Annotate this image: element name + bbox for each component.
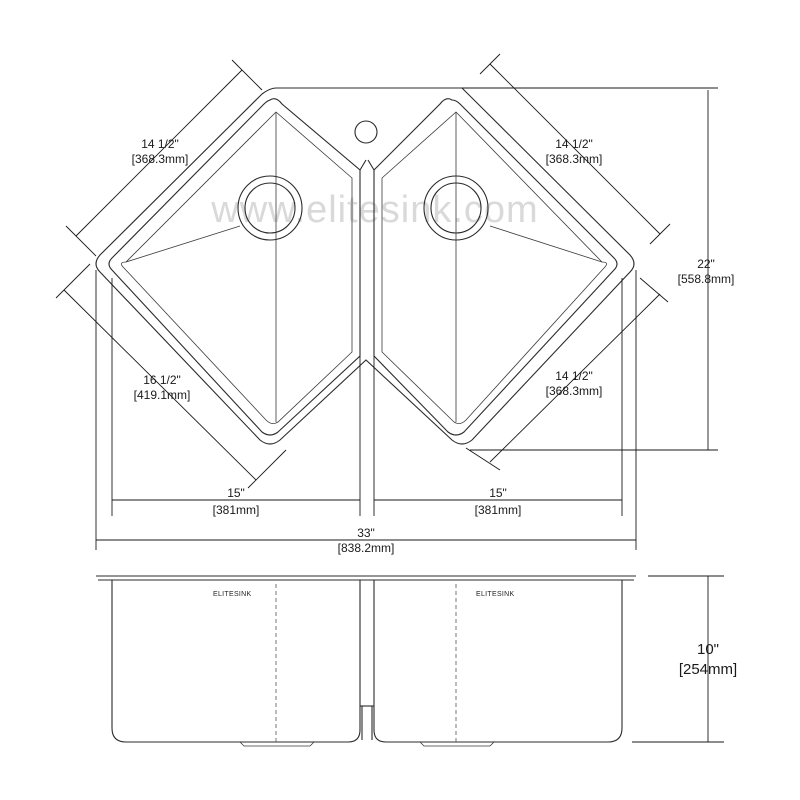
right-bowl-crease-d [489,225,603,263]
sink-outer-outline [95,87,635,445]
dim-lower-right-mm: [368.3mm] [546,384,603,398]
dim-overall-in: 33" [357,526,375,540]
front-left-drain [239,741,315,747]
front-view: ELITESINK ELITESINK 10" [254mm] [96,575,737,747]
dim-right-bowl-in: 15" [489,486,507,500]
dim-ext-top-left-a [65,225,97,257]
left-bowl-floor [121,111,353,424]
dim-ext-lower-left-b [247,449,287,489]
dim-depth-in: 22" [697,257,715,271]
dim-ext-lower-right-a [465,447,501,471]
dim-bowl-depth-in: 10" [697,641,719,658]
plan-dimensions: 14 1/2" [368.3mm] 14 1/2" [368.3mm] 16 1… [55,53,735,555]
dim-right-bowl-mm: [381mm] [475,503,522,517]
front-right-bowl [373,580,623,743]
left-drain-inner [244,182,296,234]
dim-top-right-in: 14 1/2" [555,137,593,151]
right-bowl-rim [373,98,618,436]
front-left-bowl [111,580,361,743]
dim-ext-top-left-b [231,59,263,91]
dim-line-top-right [489,63,661,235]
dim-ext-lower-right-b [639,277,669,303]
dim-overall-mm: [838.2mm] [338,541,395,555]
dim-lower-left-mm: [419.1mm] [134,388,191,402]
front-right-drain [419,741,495,747]
dim-top-left-mm: [368.3mm] [132,152,189,166]
divider-fold-right [367,159,375,171]
divider-fold-left [359,159,367,171]
plan-view [95,87,635,445]
left-drain-outer [237,175,303,241]
dim-bowl-depth-mm: [254mm] [679,661,737,678]
left-bowl-rim [108,98,361,436]
brand-label-left: ELITESINK [213,591,252,598]
right-bowl-floor [381,111,607,424]
dim-line-top-left [75,69,243,237]
dim-ext-top-right-a [479,53,501,75]
dim-ext-top-right-b [649,223,671,245]
dim-lower-right-in: 14 1/2" [555,369,593,383]
dim-ext-lower-left-a [55,263,91,299]
dim-top-right-mm: [368.3mm] [546,152,603,166]
right-drain-inner [430,182,482,234]
left-bowl-crease-d [125,225,241,263]
dim-top-left-in: 14 1/2" [141,137,179,151]
right-drain-outer [423,175,489,241]
dim-line-lower-right [489,293,661,463]
dim-depth-mm: [558.8mm] [678,272,735,286]
dim-left-bowl-mm: [381mm] [213,503,260,517]
brand-label-right: ELITESINK [476,591,515,598]
dim-lower-left-in: 16 1/2" [143,373,181,387]
dim-left-bowl-in: 15" [227,486,245,500]
faucet-hole [354,120,378,144]
